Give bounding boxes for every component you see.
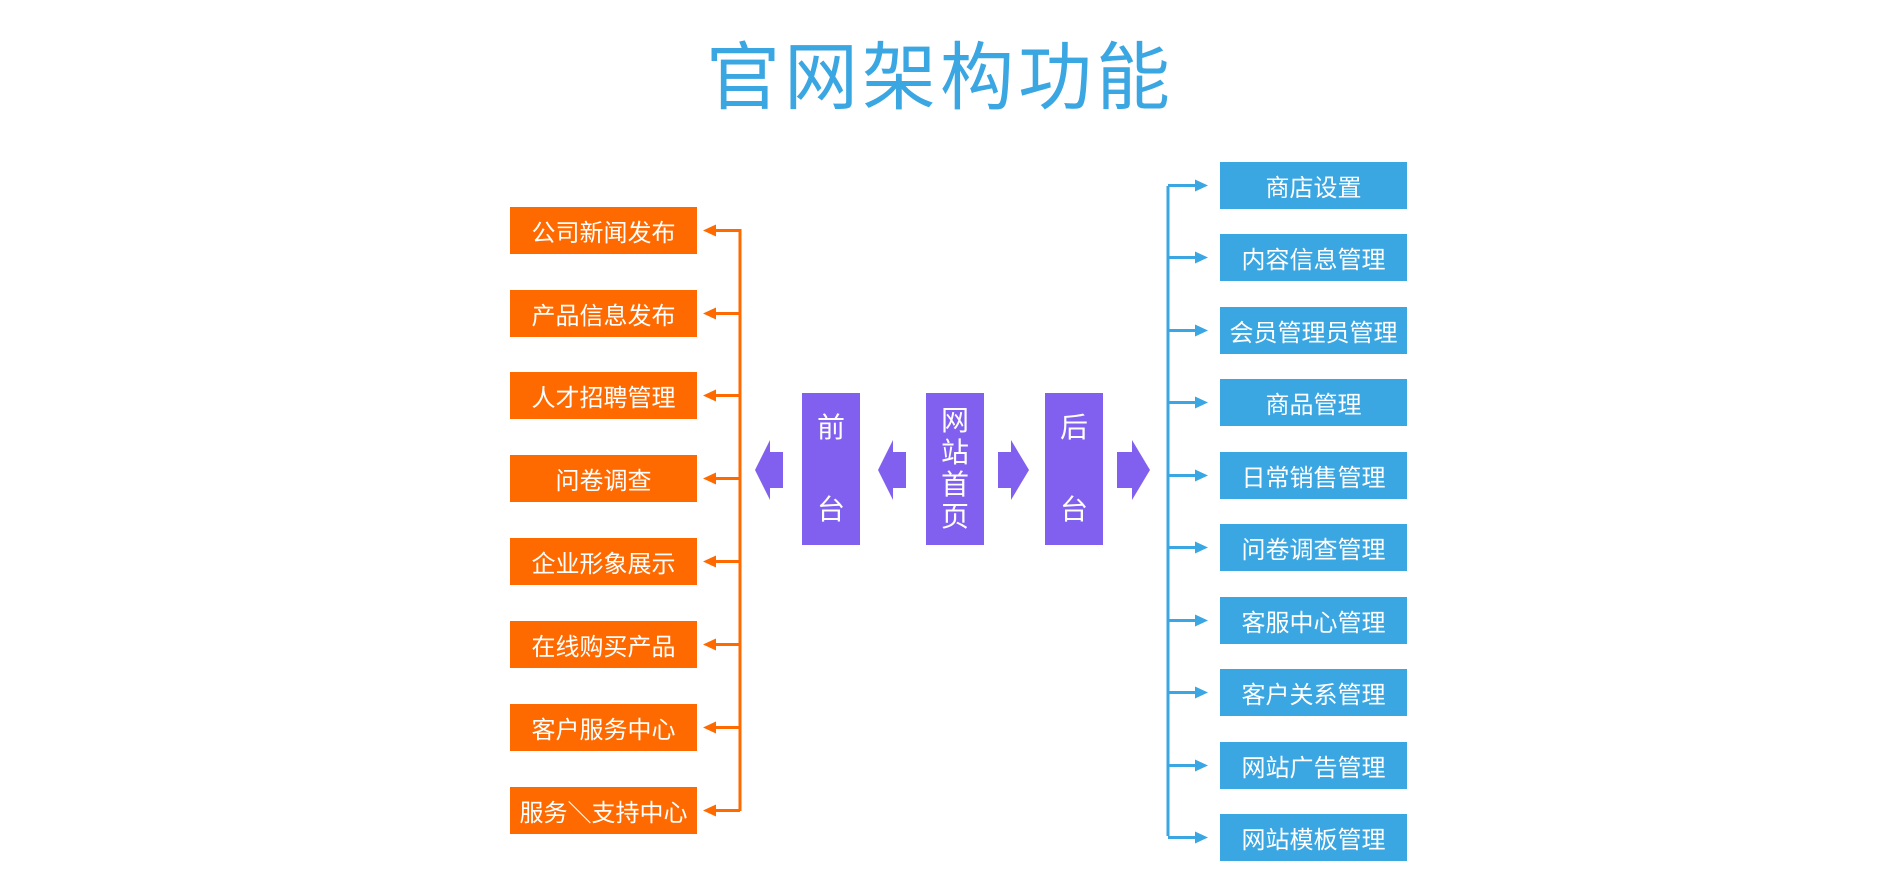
frontend-arrowhead	[703, 804, 716, 817]
backend-arrowhead	[1195, 396, 1208, 409]
backend-item: 会员管理员管理	[1220, 307, 1407, 354]
frontend-arrowhead	[703, 555, 716, 568]
backend-item: 网站模板管理	[1220, 814, 1407, 861]
frontend-arrowhead	[703, 472, 716, 485]
frontend-block: 前台	[802, 393, 860, 545]
frontend-item: 人才招聘管理	[510, 372, 697, 419]
backend-item: 网站广告管理	[1220, 742, 1407, 789]
frontend-arrowhead	[703, 721, 716, 734]
frontend-arrowhead	[703, 389, 716, 402]
frontend-arrowhead	[703, 307, 716, 320]
frontend-arrowhead	[703, 224, 716, 237]
frontend-item: 公司新闻发布	[510, 207, 697, 254]
homepage-block: 网站首页	[926, 393, 984, 545]
backend-item: 日常销售管理	[1220, 452, 1407, 499]
backend-block: 后台	[1045, 393, 1103, 545]
arrow-left-2	[878, 440, 906, 500]
frontend-item: 企业形象展示	[510, 538, 697, 585]
frontend-item: 客户服务中心	[510, 704, 697, 751]
backend-item: 商品管理	[1220, 379, 1407, 426]
arrow-left-1	[755, 440, 783, 500]
backend-arrowhead	[1195, 324, 1208, 337]
backend-item: 商店设置	[1220, 162, 1407, 209]
backend-arrowhead	[1195, 759, 1208, 772]
backend-item: 问卷调查管理	[1220, 524, 1407, 571]
backend-arrowhead	[1195, 686, 1208, 699]
frontend-item: 问卷调查	[510, 455, 697, 502]
backend-arrowhead	[1195, 614, 1208, 627]
backend-arrowhead	[1195, 469, 1208, 482]
backend-arrowhead	[1195, 831, 1208, 844]
backend-item: 客户关系管理	[1220, 669, 1407, 716]
backend-item: 客服中心管理	[1220, 597, 1407, 644]
frontend-arrowhead	[703, 638, 716, 651]
diagram-title: 官网架构功能	[706, 35, 1174, 121]
frontend-item: 产品信息发布	[510, 290, 697, 337]
backend-arrowhead	[1195, 179, 1208, 192]
backend-arrowhead	[1195, 251, 1208, 264]
frontend-item: 服务＼支持中心	[510, 787, 697, 834]
frontend-item: 在线购买产品	[510, 621, 697, 668]
arrow-right-2	[1117, 440, 1150, 500]
backend-arrowhead	[1195, 541, 1208, 554]
backend-item: 内容信息管理	[1220, 234, 1407, 281]
arrow-right-1	[998, 440, 1029, 500]
